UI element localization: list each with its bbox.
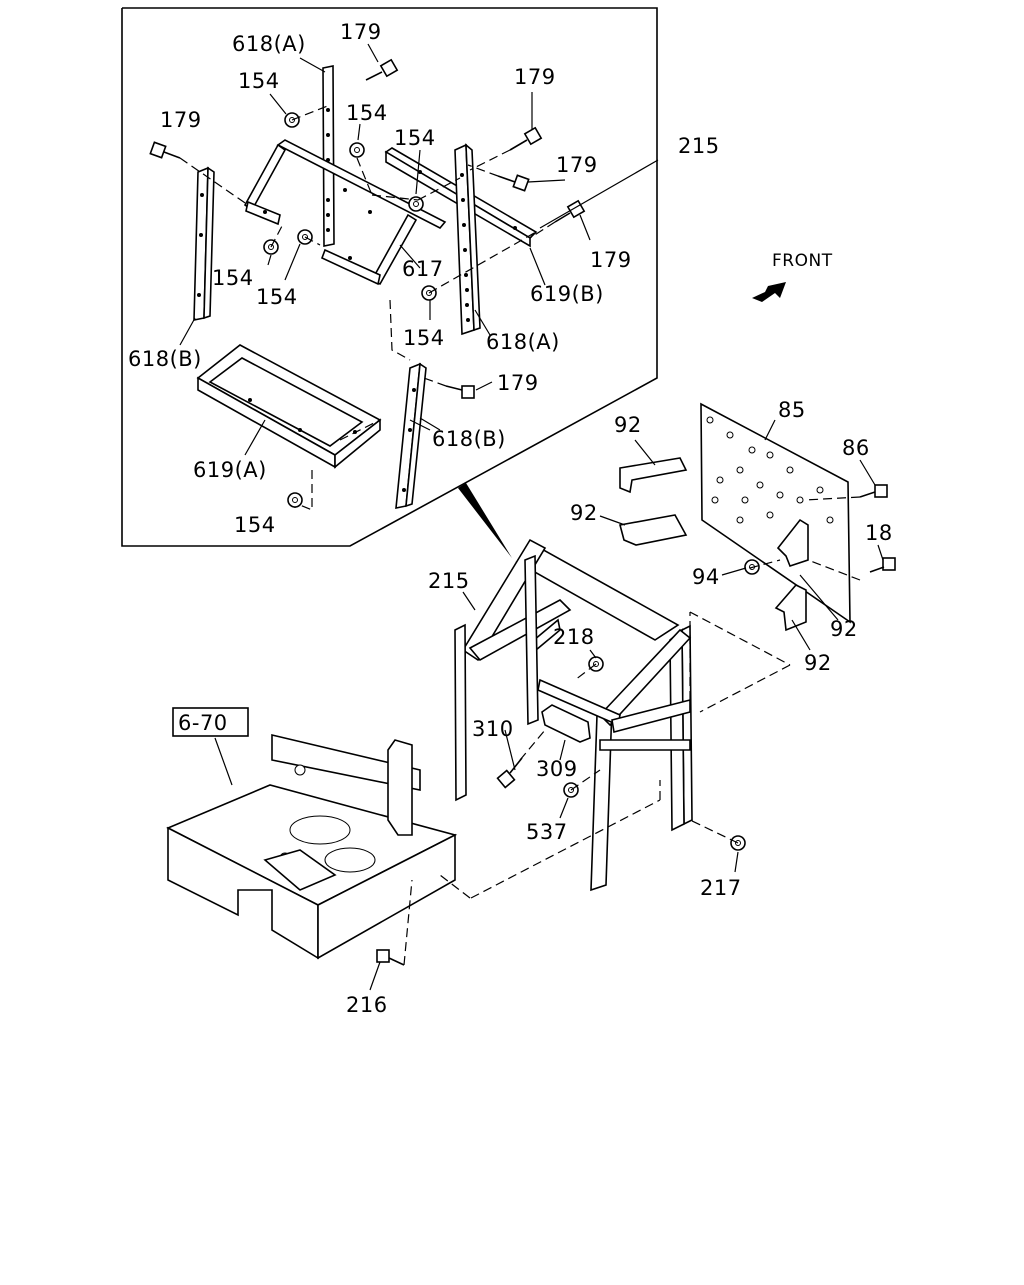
callout-215-inset: 215 <box>678 134 720 158</box>
bolt-18 <box>869 557 896 573</box>
callout-217: 217 <box>700 876 742 900</box>
callout-179-top: 179 <box>340 20 382 44</box>
callout-154-e: 154 <box>256 285 298 309</box>
nut-154-g <box>287 492 303 508</box>
inset-dash-lines <box>179 104 556 511</box>
callout-218: 218 <box>553 625 595 649</box>
callout-154-g: 154 <box>234 513 276 537</box>
inset-leaders <box>179 43 659 508</box>
callout-154-d: 154 <box>212 266 254 290</box>
part-92-bracket-d <box>774 584 807 632</box>
callout-154-a: 154 <box>238 69 280 93</box>
ref-box-6-70 <box>172 707 249 737</box>
callout-617: 617 <box>402 257 444 281</box>
callout-179-right-c: 179 <box>590 248 632 272</box>
callout-179-lower: 179 <box>497 371 539 395</box>
bolt-310 <box>496 757 523 789</box>
callout-92-a: 92 <box>614 413 642 437</box>
callout-618a-lower: 618(A) <box>486 330 560 354</box>
callout-154-c: 154 <box>394 126 436 150</box>
part-618a-upper <box>322 65 335 247</box>
callout-92-d: 92 <box>804 651 832 675</box>
ref-box-label: 6-70 <box>178 711 228 735</box>
bolt-179-f <box>445 385 475 399</box>
callout-18: 18 <box>865 521 893 545</box>
callout-179-right-a: 179 <box>514 65 556 89</box>
callout-537: 537 <box>526 820 568 844</box>
callout-86: 86 <box>842 436 870 460</box>
callout-216: 216 <box>346 993 388 1017</box>
main-dash-lines <box>403 496 861 966</box>
callout-154-f: 154 <box>403 326 445 350</box>
part-92-bracket-a <box>619 457 688 494</box>
callout-618b-right: 618(B) <box>432 427 506 451</box>
callout-92-c: 92 <box>830 617 858 641</box>
nut-154-c <box>408 196 424 212</box>
main-leaders <box>214 419 884 991</box>
bolt-179-b <box>149 141 181 159</box>
callout-92-b: 92 <box>570 501 598 525</box>
callout-179-left: 179 <box>160 108 202 132</box>
front-arrow-icon <box>752 282 786 302</box>
front-label: FRONT <box>772 251 833 271</box>
callout-618b-left: 618(B) <box>128 347 202 371</box>
callout-94: 94 <box>692 565 720 589</box>
bolt-179-d <box>497 174 530 192</box>
callout-179-right-b: 179 <box>556 153 598 177</box>
bolt-179-c <box>509 126 543 151</box>
bolt-216 <box>376 949 405 966</box>
callout-154-b: 154 <box>346 101 388 125</box>
callout-85: 85 <box>778 398 806 422</box>
part-617-frame <box>243 139 447 286</box>
callout-618a-top: 618(A) <box>232 32 306 56</box>
detail-inset-frame <box>121 7 658 547</box>
bolt-86 <box>859 484 888 498</box>
callout-619b: 619(B) <box>530 282 604 306</box>
callout-310: 310 <box>472 717 514 741</box>
callout-309: 309 <box>536 757 578 781</box>
part-92-bracket-c <box>776 518 809 567</box>
part-618a-lower <box>454 143 481 336</box>
callout-215-main: 215 <box>428 569 470 593</box>
part-618b-left <box>193 166 215 321</box>
part-92-bracket-b <box>619 514 688 546</box>
bolt-179-a <box>365 58 399 81</box>
nut-154-b <box>349 142 365 158</box>
part-6-70-base <box>166 733 458 960</box>
part-618b-right <box>395 362 427 509</box>
inset-pointer <box>458 483 512 558</box>
callout-619a: 619(A) <box>193 458 267 482</box>
part-85-plate <box>700 402 851 624</box>
part-215-assembly <box>454 538 693 892</box>
part-619a-frame <box>196 344 382 469</box>
